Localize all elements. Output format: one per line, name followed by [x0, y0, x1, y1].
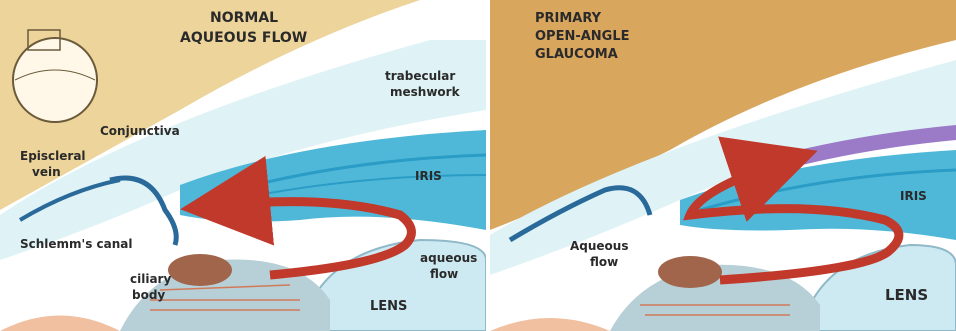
- lens-label-left: LENS: [370, 299, 407, 314]
- glaucoma-panel: PRIMARY OPEN-ANGLE GLAUCOMA IRIS Aqueous…: [490, 0, 956, 331]
- trabecular-label-line1: trabecular: [385, 69, 455, 83]
- schlemm-label: Schlemm's canal: [20, 237, 133, 251]
- left-title-line1: NORMAL: [210, 10, 278, 26]
- iris-label-left: IRIS: [415, 169, 442, 183]
- iris-label-right: IRIS: [900, 189, 927, 203]
- conjunctiva-label: Conjunctiva: [100, 124, 180, 138]
- glaucoma-illustration: PRIMARY OPEN-ANGLE GLAUCOMA IRIS Aqueous…: [490, 0, 956, 331]
- aqueous-label-right-line2: flow: [590, 255, 618, 269]
- ciliary-label-line1: ciliary: [130, 272, 171, 286]
- normal-flow-panel: NORMAL AQUEOUS FLOW trabecular meshwork …: [0, 0, 486, 331]
- episcleral-label-line1: Episcleral: [20, 149, 86, 163]
- right-title-line3: GLAUCOMA: [535, 47, 618, 62]
- right-title-line2: OPEN-ANGLE: [535, 29, 630, 44]
- aqueous-label-right-line1: Aqueous: [570, 239, 629, 253]
- normal-flow-illustration: NORMAL AQUEOUS FLOW trabecular meshwork …: [0, 0, 486, 331]
- trabecular-label-line2: meshwork: [390, 85, 461, 99]
- aqueous-label-line2: flow: [430, 267, 458, 281]
- aqueous-label-line1: aqueous: [420, 251, 477, 265]
- episcleral-label-line2: vein: [32, 165, 61, 179]
- right-title-line1: PRIMARY: [535, 11, 602, 26]
- ciliary-label-line2: body: [132, 288, 165, 302]
- lens-label-right: LENS: [885, 286, 928, 304]
- left-title-line2: AQUEOUS FLOW: [180, 30, 307, 46]
